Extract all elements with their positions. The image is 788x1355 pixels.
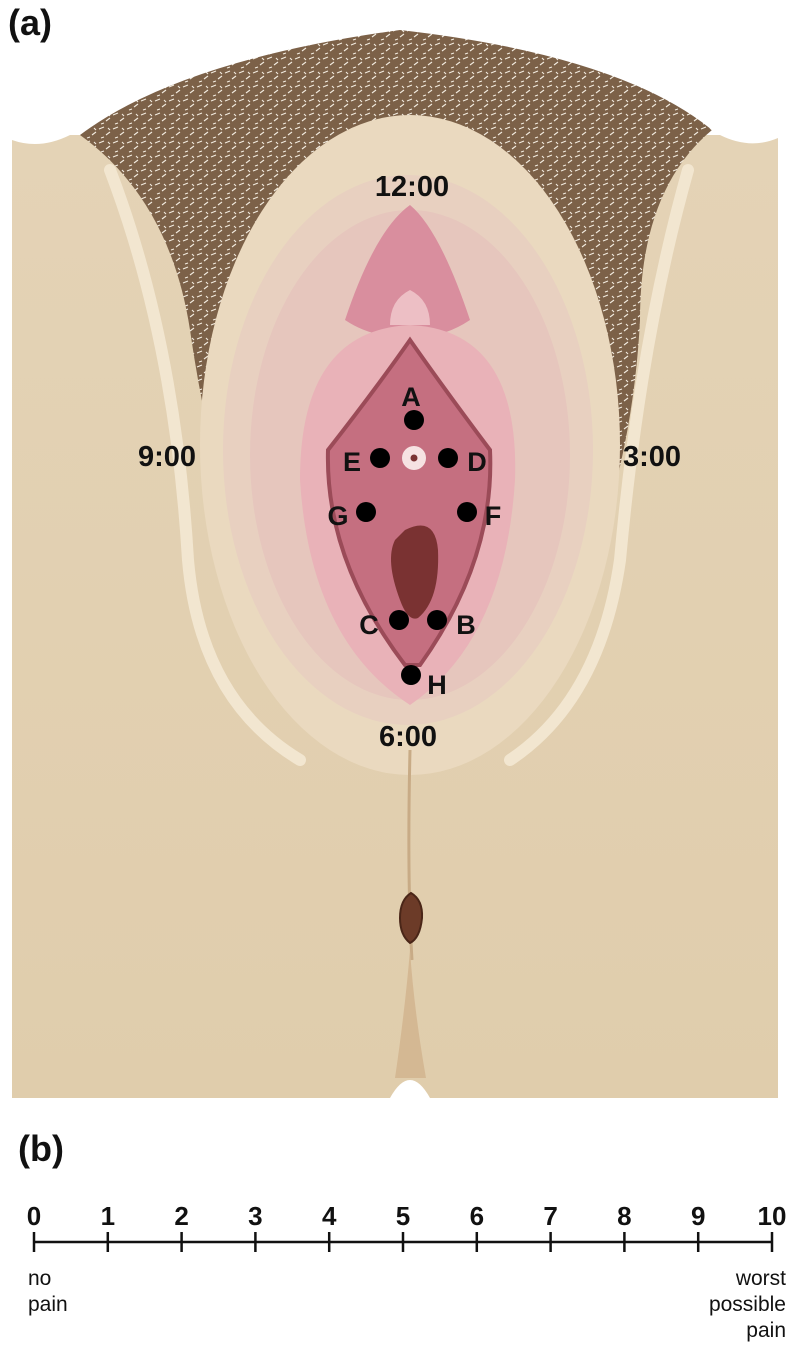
point-d-marker bbox=[438, 448, 458, 468]
pain-scale-tick-label-9: 9 bbox=[691, 1201, 705, 1231]
point-f-label: F bbox=[485, 501, 502, 531]
point-e-marker bbox=[370, 448, 390, 468]
point-a-label: A bbox=[401, 382, 421, 412]
urethral-meatus bbox=[411, 455, 418, 462]
pain-scale-tick-labels: 0 1 2 3 4 5 6 7 8 9 10 bbox=[27, 1201, 787, 1231]
point-g-marker bbox=[356, 502, 376, 522]
pain-scale: 0 1 2 3 4 5 6 7 8 9 10 bbox=[27, 1201, 787, 1252]
pain-scale-tick-label-4: 4 bbox=[322, 1201, 337, 1231]
point-b-label: B bbox=[456, 610, 476, 640]
pain-scale-tick-label-6: 6 bbox=[470, 1201, 484, 1231]
pain-scale-tick-label-8: 8 bbox=[617, 1201, 631, 1231]
pain-scale-tick-label-10: 10 bbox=[758, 1201, 787, 1231]
point-b-marker bbox=[427, 610, 447, 630]
panel-a-label: (a) bbox=[8, 2, 52, 44]
scale-right-anchor: worst possible pain bbox=[709, 1266, 786, 1344]
pain-scale-tick-label-7: 7 bbox=[543, 1201, 557, 1231]
pain-scale-tick-label-5: 5 bbox=[396, 1201, 410, 1231]
point-c-marker bbox=[389, 610, 409, 630]
pain-scale-tick-label-0: 0 bbox=[27, 1201, 41, 1231]
point-g-label: G bbox=[327, 501, 348, 531]
clock-label-12: 12:00 bbox=[375, 171, 449, 203]
clock-label-6: 6:00 bbox=[379, 721, 437, 753]
point-f-marker bbox=[457, 502, 477, 522]
scale-right-anchor-line-2: possible bbox=[709, 1292, 786, 1318]
pain-scale-tick-label-2: 2 bbox=[174, 1201, 188, 1231]
point-e-label: E bbox=[343, 447, 361, 477]
scale-right-anchor-line-3: pain bbox=[709, 1318, 786, 1344]
scale-left-anchor: no pain bbox=[28, 1266, 68, 1318]
point-c-label: C bbox=[359, 610, 379, 640]
pain-scale-tick-label-3: 3 bbox=[248, 1201, 262, 1231]
panel-b-label: (b) bbox=[18, 1128, 64, 1170]
clock-label-3: 3:00 bbox=[623, 441, 681, 473]
point-a-marker bbox=[404, 410, 424, 430]
scale-left-anchor-line-2: pain bbox=[28, 1292, 68, 1318]
clock-label-9: 9:00 bbox=[138, 441, 196, 473]
scale-right-anchor-line-1: worst bbox=[709, 1266, 786, 1292]
scale-left-anchor-line-1: no bbox=[28, 1266, 68, 1292]
point-d-label: D bbox=[467, 447, 487, 477]
point-h-marker bbox=[401, 665, 421, 685]
pain-scale-tick-label-1: 1 bbox=[101, 1201, 115, 1231]
point-h-label: H bbox=[427, 670, 447, 700]
